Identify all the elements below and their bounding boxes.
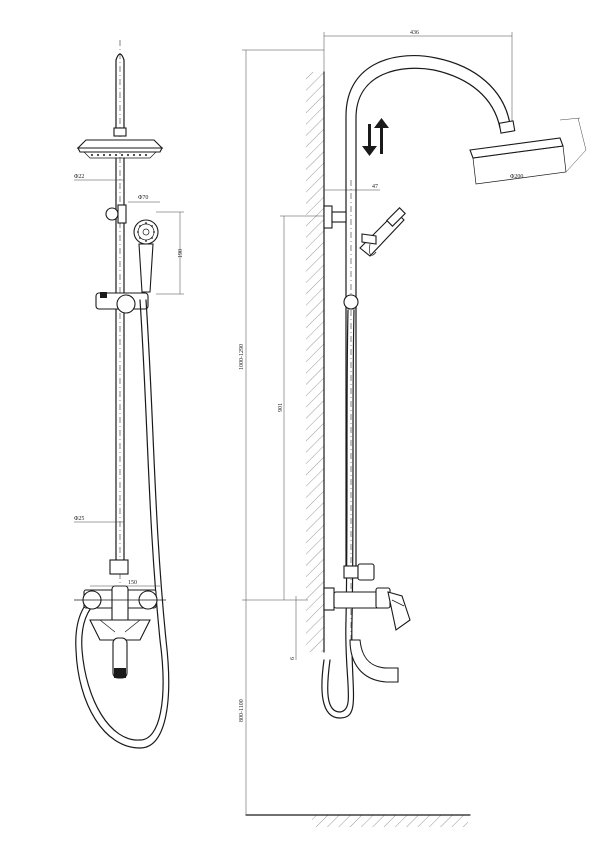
d-overhead-label: Φ200	[510, 174, 523, 180]
floor-hatch	[312, 815, 468, 827]
hand-shower-front	[105, 204, 159, 293]
gooseneck-arm	[345, 55, 511, 191]
d-top-label: Φ22	[74, 174, 84, 180]
overhead-shower-front	[76, 127, 164, 159]
total-height-label: 1000-1290	[239, 344, 245, 370]
slider-bracket-front	[95, 292, 149, 314]
spout-width-label: 150	[128, 580, 137, 586]
offset-label: 47	[372, 184, 378, 190]
up-down-arrows-icon	[362, 118, 389, 156]
mount-height-label: 800-1100	[239, 699, 245, 722]
front-view: Φ22 Φ70 190	[74, 40, 184, 749]
wall-hatch	[306, 72, 324, 652]
d-pipe-label: Φ25	[74, 516, 84, 522]
rail-len-label: 901	[278, 403, 284, 412]
arm-reach-label: 436	[410, 30, 419, 36]
side-view: 436 1000-1290 800-1100 Φ200	[239, 30, 587, 827]
overhead-shower-side: Φ200	[469, 117, 587, 185]
wall-gap-label: 6	[290, 657, 296, 660]
hand-shower-side	[359, 207, 406, 257]
mixer-side	[323, 563, 411, 683]
d-handshower-label: Φ70	[138, 195, 148, 201]
handshower-len-label: 190	[178, 249, 184, 258]
